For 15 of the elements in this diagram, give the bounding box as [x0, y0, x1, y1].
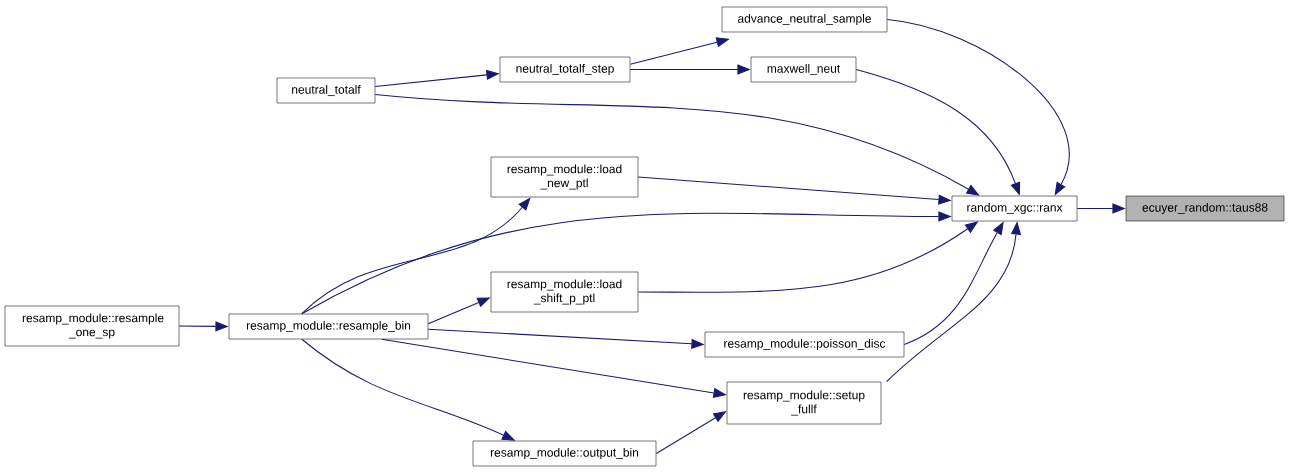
function-box: resamp_module::setup _fullf — [726, 381, 882, 425]
function-box: resamp_module::poisson_disc — [704, 331, 905, 358]
function-box: resamp_module::load _shift_p_ptl — [490, 271, 639, 313]
function-box: neutral_totalf — [276, 77, 376, 104]
arrow — [374, 93, 980, 196]
function-box: resamp_module::load _new_ptl — [490, 156, 639, 198]
function-box: resamp_module::resample _one_sp — [4, 305, 180, 347]
function-box: resamp_module::resample_bin — [228, 313, 429, 340]
function-box: advance_neutral_sample — [721, 6, 888, 33]
arrow — [301, 197, 531, 315]
function-box: random_xgc::ranx — [951, 195, 1078, 222]
function-box: neutral_totalf_step — [499, 56, 631, 83]
function-box: maxwell_neut — [750, 56, 857, 83]
function-box: resamp_module::output_bin — [472, 440, 657, 467]
function-box: ecuyer_random::taus88 — [1125, 195, 1285, 222]
